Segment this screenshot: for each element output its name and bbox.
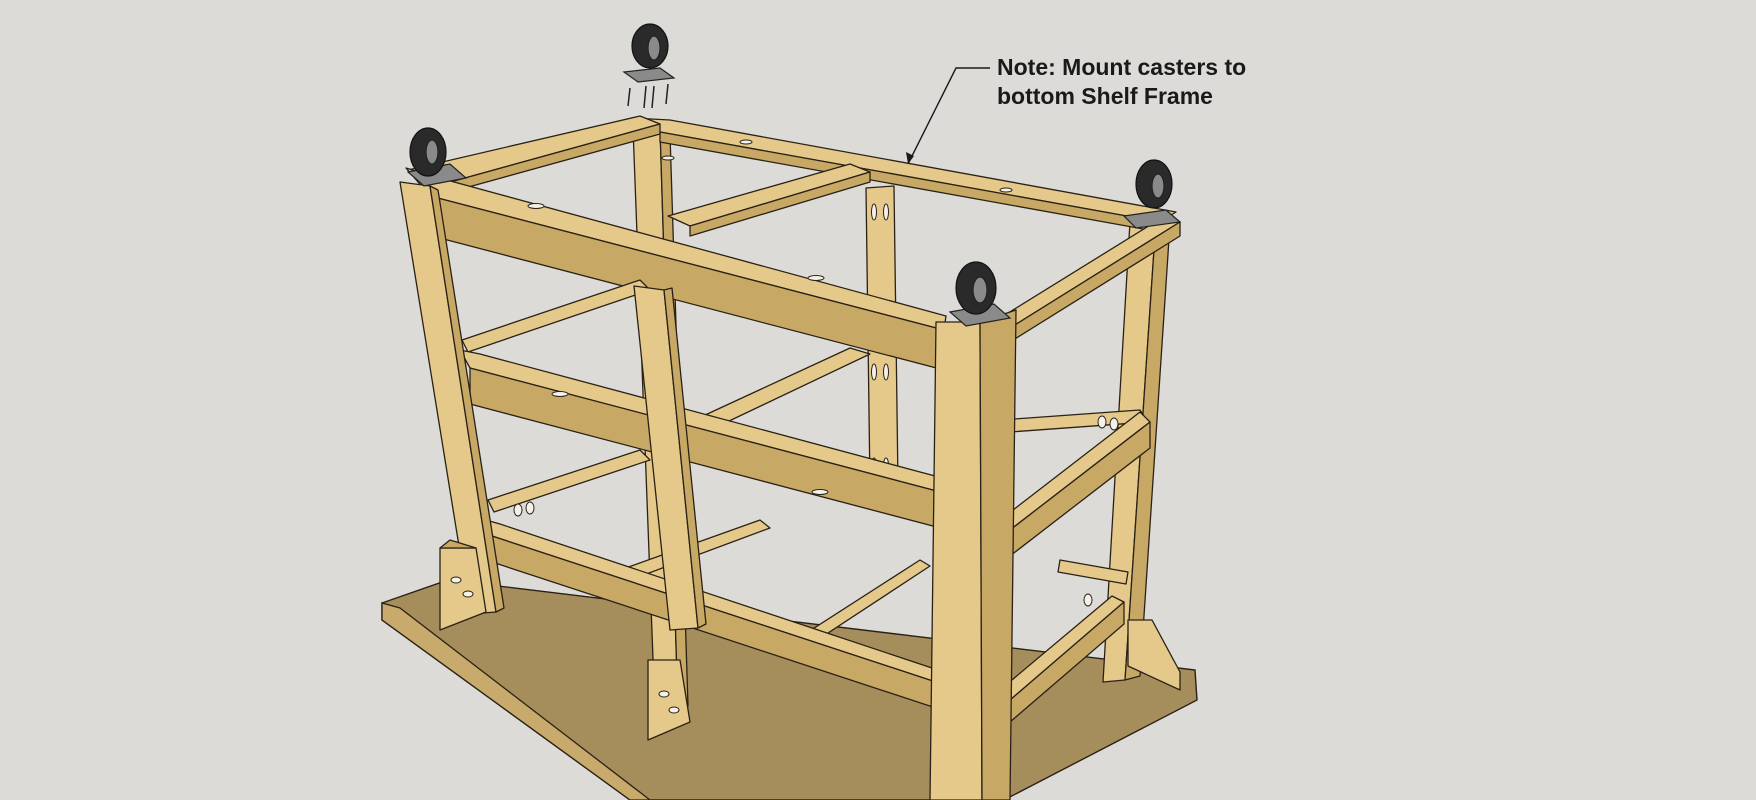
mount-casters-note: Note: Mount casters to bottom Shelf Fram… (997, 53, 1246, 111)
base-platform (381, 579, 1198, 800)
top-left-rail (407, 115, 661, 197)
bolt-holes (513, 139, 1119, 607)
note-line-1: Note: Mount casters to (997, 54, 1247, 80)
gusset-right (1127, 619, 1181, 691)
caster-top-middle (948, 261, 1012, 327)
note-leader-arrowhead (906, 152, 914, 164)
caster-top-right (1122, 159, 1182, 229)
top-middle-rail (667, 163, 871, 237)
note-leader-line (907, 67, 990, 165)
note-line-2: bottom Shelf Frame (997, 83, 1213, 109)
gusset-left (439, 539, 487, 631)
front-center-post (633, 285, 707, 631)
gusset-center (647, 659, 691, 741)
caster-top-left (406, 127, 468, 187)
front-leg-right (929, 309, 1017, 800)
front-leg-left (399, 181, 505, 615)
caster-floating (622, 23, 676, 109)
